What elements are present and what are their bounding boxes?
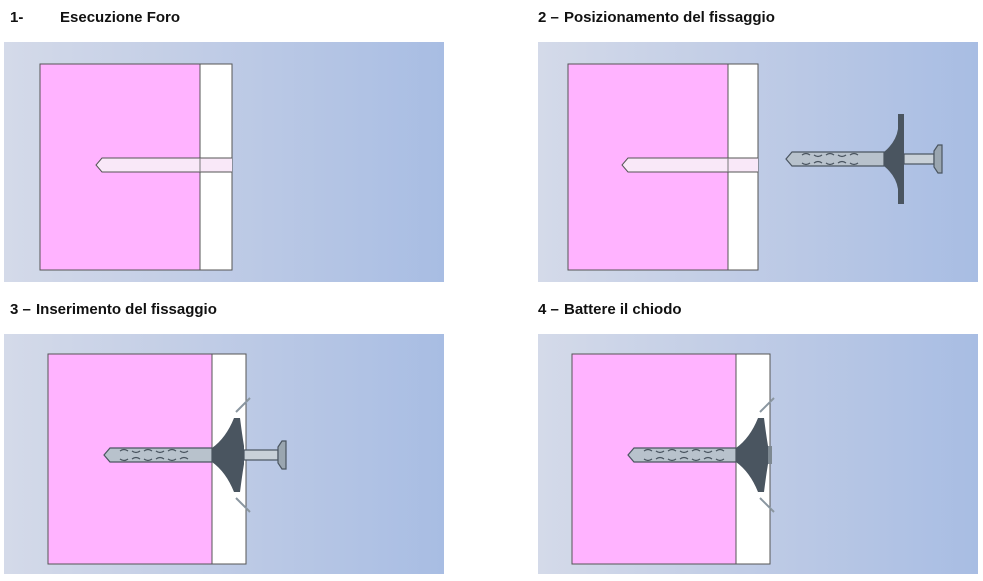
step-2-label: Posizionamento del fissaggio	[564, 9, 775, 26]
step-4-panel	[538, 334, 978, 574]
step-4-illustration	[571, 353, 775, 565]
step-4-label: Battere il chiodo	[564, 301, 682, 318]
step-1-panel	[4, 42, 444, 282]
drilled-hole	[95, 157, 232, 173]
insulation-anchor-installed	[627, 397, 775, 513]
step-2-illustration	[567, 63, 943, 271]
step-2-number: 2 –	[538, 9, 559, 26]
step-3-title: 3 – Inserimento del fissaggio	[10, 301, 217, 319]
step-2-title: 2 – Posizionamento del fissaggio	[538, 9, 775, 27]
step-1-title: 1- Esecuzione Foro	[10, 9, 180, 27]
step-4-number: 4 –	[538, 301, 559, 318]
step-4-title: 4 – Battere il chiodo	[538, 301, 682, 319]
step-3-number: 3 –	[10, 301, 31, 318]
step-3-panel	[4, 334, 444, 574]
step-1-number: 1-	[10, 9, 24, 26]
insulation-anchor	[785, 114, 943, 204]
step-3-illustration	[47, 353, 287, 565]
step-1-label: Esecuzione Foro	[60, 9, 181, 26]
drilled-hole	[621, 157, 758, 173]
step-2-panel	[538, 42, 978, 282]
step-1-illustration	[39, 63, 233, 271]
step-3-label: Inserimento del fissaggio	[36, 301, 217, 318]
insulation-anchor	[103, 397, 287, 513]
